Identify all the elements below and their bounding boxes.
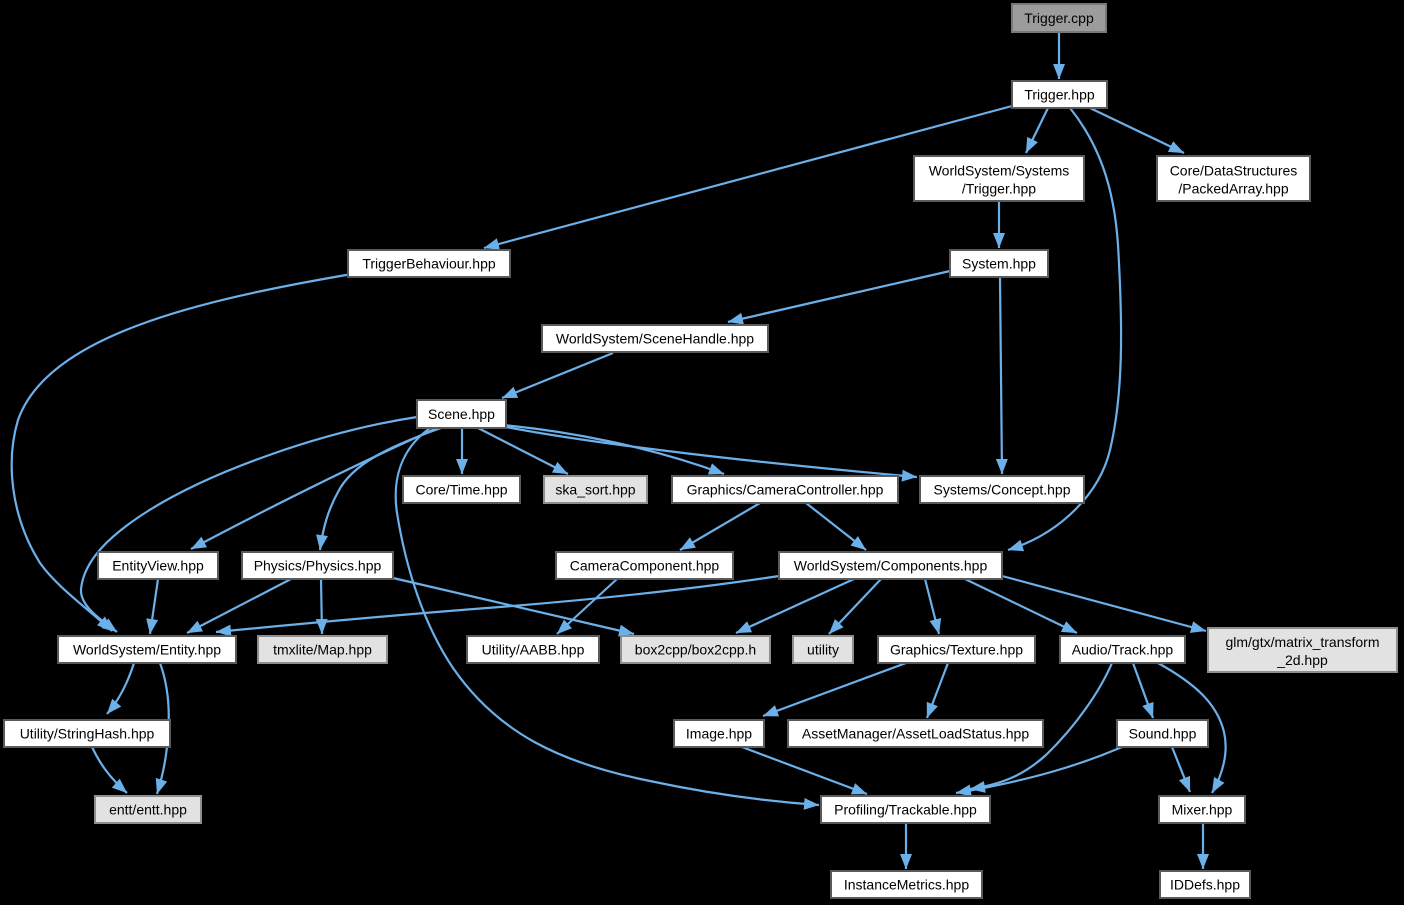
svg-text:Profiling/Trackable.hpp: Profiling/Trackable.hpp	[834, 802, 977, 818]
svg-text:TriggerBehaviour.hpp: TriggerBehaviour.hpp	[362, 256, 496, 272]
svg-text:Physics/Physics.hpp: Physics/Physics.hpp	[254, 558, 382, 574]
svg-text:CameraComponent.hpp: CameraComponent.hpp	[570, 558, 720, 574]
svg-text:/PackedArray.hpp: /PackedArray.hpp	[1178, 181, 1288, 197]
svg-text:Core/DataStructures: Core/DataStructures	[1170, 163, 1298, 179]
svg-text:Utility/AABB.hpp: Utility/AABB.hpp	[482, 642, 585, 658]
svg-text:Audio/Track.hpp: Audio/Track.hpp	[1072, 642, 1174, 658]
svg-text:InstanceMetrics.hpp: InstanceMetrics.hpp	[844, 877, 969, 893]
svg-text:Trigger.hpp: Trigger.hpp	[1024, 87, 1095, 103]
svg-text:Graphics/CameraController.hpp: Graphics/CameraController.hpp	[687, 482, 884, 498]
svg-text:IDDefs.hpp: IDDefs.hpp	[1170, 877, 1240, 893]
svg-text:WorldSystem/Entity.hpp: WorldSystem/Entity.hpp	[73, 642, 221, 658]
svg-text:Sound.hpp: Sound.hpp	[1129, 726, 1197, 742]
svg-text:_2d.hpp: _2d.hpp	[1276, 652, 1328, 668]
svg-text:ska_sort.hpp: ska_sort.hpp	[555, 482, 635, 498]
svg-text:Graphics/Texture.hpp: Graphics/Texture.hpp	[890, 642, 1023, 658]
svg-text:WorldSystem/Systems: WorldSystem/Systems	[929, 163, 1070, 179]
svg-text:WorldSystem/SceneHandle.hpp: WorldSystem/SceneHandle.hpp	[556, 331, 754, 347]
svg-text:WorldSystem/Components.hpp: WorldSystem/Components.hpp	[794, 558, 988, 574]
svg-text:Utility/StringHash.hpp: Utility/StringHash.hpp	[20, 726, 155, 742]
svg-text:Trigger.cpp: Trigger.cpp	[1024, 10, 1094, 26]
svg-text:Core/Time.hpp: Core/Time.hpp	[415, 482, 507, 498]
svg-text:/Trigger.hpp: /Trigger.hpp	[962, 181, 1036, 197]
svg-text:EntityView.hpp: EntityView.hpp	[112, 558, 204, 574]
svg-text:box2cpp/box2cpp.h: box2cpp/box2cpp.h	[635, 642, 756, 658]
svg-text:entt/entt.hpp: entt/entt.hpp	[109, 802, 187, 818]
svg-text:Scene.hpp: Scene.hpp	[428, 406, 495, 422]
svg-text:glm/gtx/matrix_transform: glm/gtx/matrix_transform	[1225, 634, 1379, 650]
svg-text:utility: utility	[807, 642, 839, 658]
svg-text:Image.hpp: Image.hpp	[686, 726, 752, 742]
svg-text:Systems/Concept.hpp: Systems/Concept.hpp	[934, 482, 1071, 498]
svg-text:tmxlite/Map.hpp: tmxlite/Map.hpp	[273, 642, 372, 658]
svg-text:System.hpp: System.hpp	[962, 256, 1036, 272]
svg-text:Mixer.hpp: Mixer.hpp	[1172, 802, 1233, 818]
svg-text:AssetManager/AssetLoadStatus.h: AssetManager/AssetLoadStatus.hpp	[802, 726, 1029, 742]
